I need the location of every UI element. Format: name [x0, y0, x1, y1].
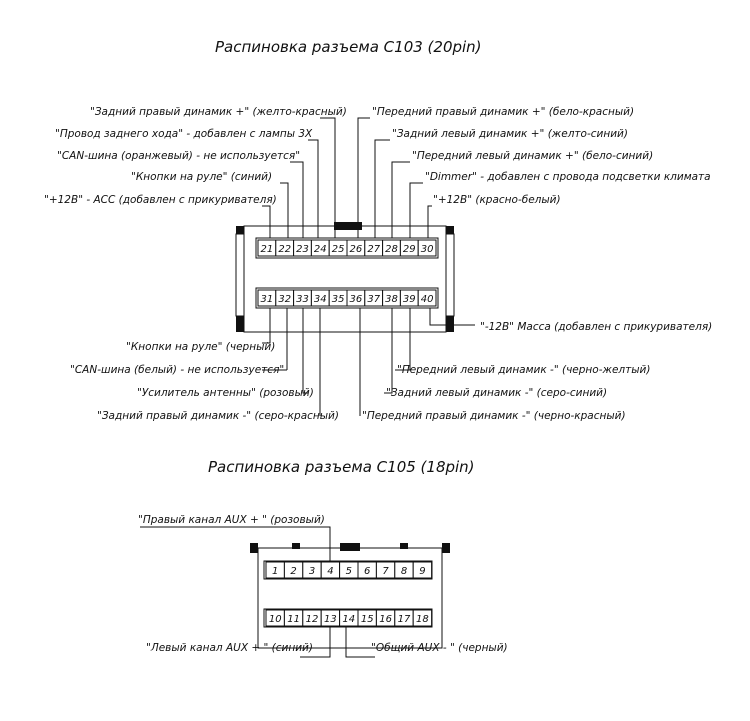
pin-number: 1 [272, 566, 278, 577]
c103-label-br2: "Задний левый динамик -" (серо-синий) [386, 387, 607, 399]
pin-number: 4 [327, 566, 333, 577]
c103-bottom-pins: 31 32 33 34 35 36 37 38 39 40 [257, 289, 437, 307]
pin-number: 38 [385, 294, 398, 305]
c103-label-bl1: "Кнопки на руле" (черный) [126, 341, 275, 353]
c103-label-r1: "Передний правый динамик +" (бело-красны… [372, 106, 634, 118]
pin-cell [412, 561, 433, 579]
pin-number: 7 [382, 566, 389, 577]
c105-label-aux-common: "Общий AUX - " (черный) [371, 642, 508, 654]
pin-number: 18 [416, 614, 429, 625]
c103-connector [235, 222, 455, 333]
c105-connector [250, 543, 450, 649]
pin-number: 23 [296, 244, 309, 255]
c103-label-r3: "Передний левый динамик +" (бело-синий) [412, 150, 653, 162]
pin-cell [412, 609, 433, 627]
pin-number: 37 [367, 294, 380, 305]
pin-number: 17 [398, 614, 411, 625]
pin-number: 27 [367, 244, 380, 255]
pin-number: 21 [261, 244, 274, 255]
pin-number: 15 [361, 614, 374, 625]
pin-number: 2 [290, 566, 296, 577]
c103-label-r4: "Dimmer" - добавлен с провода подсветки … [425, 171, 711, 183]
c103-label-bl2: "CAN-шина (белый) - не используется" [70, 364, 284, 376]
pin-number: 12 [306, 614, 319, 625]
c103-label-l3: "CAN-шина (оранжевый) - не используется" [57, 150, 300, 162]
c105-title: Распиновка разъема С105 (18pin) [208, 458, 475, 476]
pin-number: 10 [269, 614, 282, 625]
pin-number: 5 [346, 566, 352, 577]
pin-number: 16 [379, 614, 392, 625]
pin-number: 40 [421, 294, 434, 305]
pin-number: 11 [287, 614, 300, 625]
pin-number: 28 [385, 244, 398, 255]
c103-label-bl3: "Усилитель антенны" (розовый) [137, 387, 314, 399]
pin-number: 32 [278, 294, 291, 305]
pin-number: 24 [314, 244, 327, 255]
pin-number: 31 [261, 294, 274, 305]
c103-label-l2: "Провод заднего хода" - добавлен с лампы… [55, 128, 313, 140]
pin-number: 25 [332, 244, 345, 255]
c105-top-pins: 1 2 3 4 5 6 7 8 9 [265, 561, 433, 579]
pin-number: 36 [350, 294, 363, 305]
c103-label-br0: "-12В" Масса (добавлен с прикуривателя) [480, 321, 712, 333]
pin-number: 35 [332, 294, 345, 305]
c103-wires [262, 117, 475, 416]
c103-top-pins: 21 22 23 24 25 26 27 28 29 30 [257, 239, 437, 257]
pin-number: 14 [342, 614, 355, 625]
c103-label-bl4: "Задний правый динамик -" (серо-красный) [97, 410, 339, 422]
c105-label-aux-right: "Правый канал AUX + " (розовый) [138, 514, 325, 526]
pin-number: 33 [296, 294, 309, 305]
pin-number: 8 [401, 566, 407, 577]
pin-number: 39 [403, 294, 416, 305]
c105-bottom-pins: 10 11 12 13 14 15 16 17 18 [265, 609, 433, 627]
c105-label-aux-left: "Левый канал AUX + " (синий) [146, 642, 313, 654]
pin-number: 6 [364, 566, 370, 577]
pin-number: 34 [314, 294, 327, 305]
pin-number: 26 [350, 244, 363, 255]
c103-label-r5: "+12В" (красно-белый) [433, 194, 561, 206]
c103-label-r2: "Задний левый динамик +" (желто-синий) [392, 128, 628, 140]
c103-label-l5: "+12В" - АСС (добавлен с прикуривателя) [44, 194, 277, 206]
pin-number: 3 [309, 566, 315, 577]
c103-label-br1: "Передний левый динамик -" (черно-желтый… [397, 364, 650, 376]
c103-title: Распиновка разъема С103 (20pin) [215, 38, 482, 56]
c105-wires [140, 526, 375, 658]
c103-label-l1: "Задний правый динамик +" (желто-красный… [90, 106, 347, 118]
pin-number: 13 [324, 614, 337, 625]
pin-number: 29 [403, 244, 416, 255]
c103-label-br3: "Передний правый динамик -" (черно-красн… [362, 410, 626, 422]
c103-label-l4: "Кнопки на руле" (синий) [131, 171, 272, 183]
pin-number: 9 [419, 566, 425, 577]
pin-number: 30 [421, 244, 434, 255]
pin-cell [417, 239, 437, 257]
pin-number: 22 [278, 244, 291, 255]
pin-cell [417, 289, 437, 307]
